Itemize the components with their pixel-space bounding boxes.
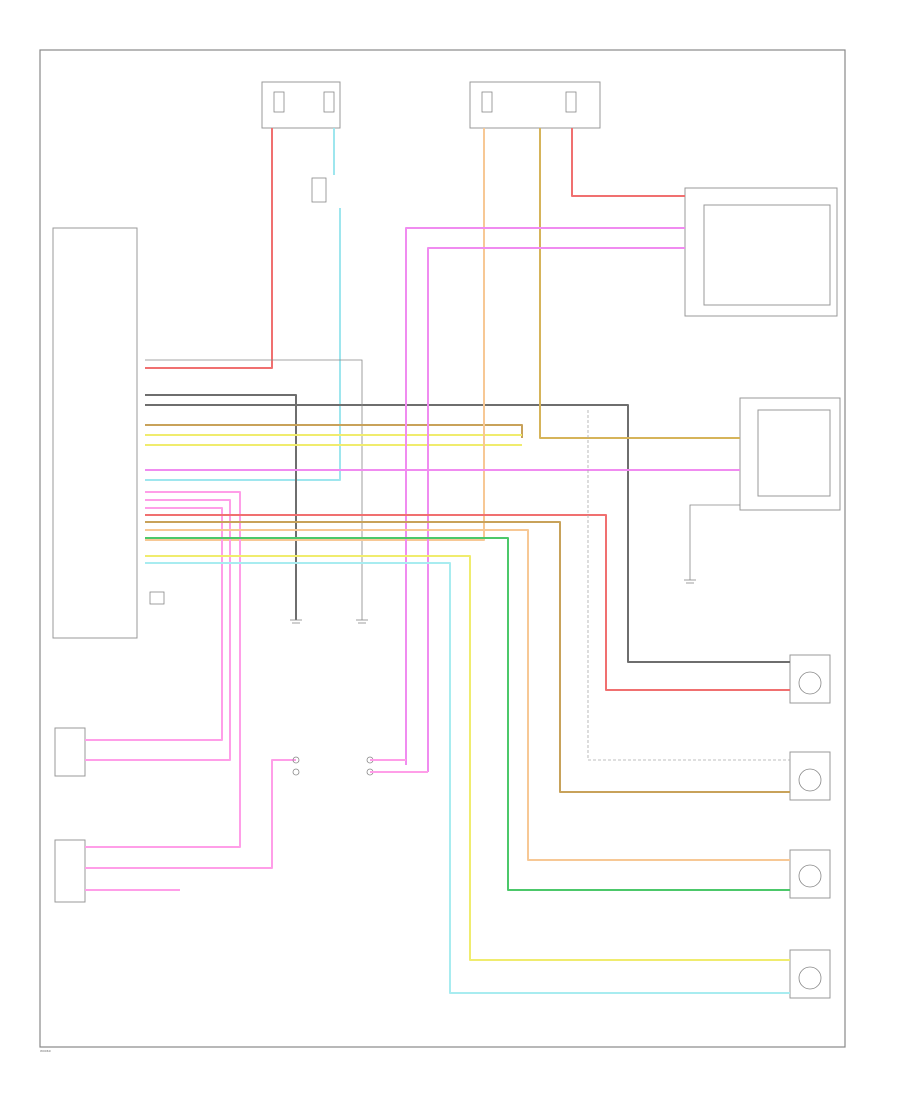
left-front-wheel-speed-sensor — [789, 654, 831, 704]
left-rear-wheel-speed-sensor — [789, 949, 831, 999]
wire-pink-susp-1 — [85, 491, 241, 848]
wire-brown-rf — [145, 521, 790, 793]
footer-code: W0069 — [40, 1049, 51, 1053]
wire-yellow-lr — [145, 555, 790, 961]
wire-gray-bus — [145, 394, 297, 620]
wire-cyan-brake — [145, 128, 341, 481]
sensor-icon — [798, 768, 822, 792]
ground-icon — [684, 579, 696, 584]
sensor-icon — [798, 864, 822, 888]
switch-icon — [149, 591, 165, 605]
sensor-icon — [798, 966, 822, 990]
connector-icon — [292, 756, 300, 764]
traction-switch — [739, 397, 841, 511]
wire-red-lf — [145, 514, 790, 691]
connector-icon — [292, 768, 300, 776]
underhood-fuse-block-right — [469, 81, 601, 129]
wire-magenta-cluster-1 — [405, 227, 685, 765]
switch-icon — [311, 177, 327, 203]
traction-switch-inner — [757, 409, 831, 497]
wire-pink-susp-3 — [85, 507, 223, 741]
right-front-wheel-speed-sensor — [789, 751, 831, 801]
suspension-control-module — [54, 727, 86, 777]
cluster-inner — [703, 204, 831, 306]
fuse-icon — [565, 91, 577, 113]
underhood-fuse-block-left — [261, 81, 341, 129]
ebtcm-module — [52, 227, 138, 639]
wire-pink-seat-1 — [85, 759, 296, 869]
wire-red-cluster — [571, 128, 685, 197]
wire-brown-1 — [145, 424, 523, 438]
ground-icon — [356, 619, 368, 624]
wire-thin-rf — [587, 410, 790, 761]
diagram-frame — [39, 49, 846, 1048]
wire-gold-traction — [539, 128, 740, 439]
seat-control-module — [54, 839, 86, 903]
fuse-icon — [273, 91, 285, 113]
fuse-icon — [323, 91, 335, 113]
wire-red-feed — [145, 128, 273, 369]
wire-pink-junction — [370, 759, 428, 773]
ground-icon — [290, 619, 302, 624]
wire-peach-rr — [145, 529, 790, 861]
wire-traction-ground — [689, 504, 740, 580]
instrument-cluster — [684, 187, 838, 317]
wire-lightblue-lr — [145, 562, 790, 994]
fuse-icon — [481, 91, 493, 113]
right-rear-wheel-speed-sensor — [789, 849, 831, 899]
wire-magenta-cluster-2 — [427, 247, 685, 772]
wire-pink-susp-2 — [85, 499, 231, 761]
wire-peach-feed — [145, 128, 485, 541]
sensor-icon — [798, 671, 822, 695]
wire-gray-lf — [145, 404, 790, 663]
wire-green-rr — [145, 537, 790, 891]
wire-thin-gray — [145, 359, 363, 620]
